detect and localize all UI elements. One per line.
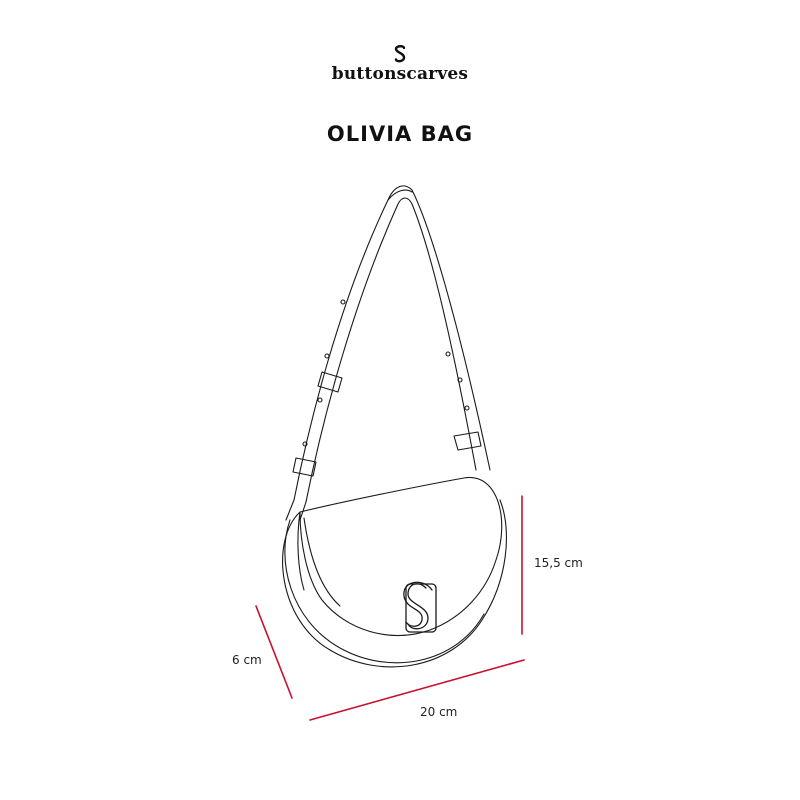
width-label: 20 cm [420, 705, 457, 719]
bag-illustration [282, 185, 507, 668]
depth-label: 6 cm [232, 653, 262, 667]
dimension-lines [255, 495, 525, 721]
s-monogram-icon [394, 45, 406, 63]
width-dimension-line [309, 659, 525, 721]
s-buckle [403, 581, 437, 633]
shoulder-strap [285, 185, 491, 521]
brand-header: buttonscarves [0, 44, 800, 84]
brand-name: buttonscarves [331, 64, 469, 84]
product-title: OLIVIA BAG [326, 122, 474, 146]
depth-dimension-line [255, 605, 293, 699]
height-label: 15,5 cm [534, 556, 583, 570]
bag-body [282, 477, 507, 668]
